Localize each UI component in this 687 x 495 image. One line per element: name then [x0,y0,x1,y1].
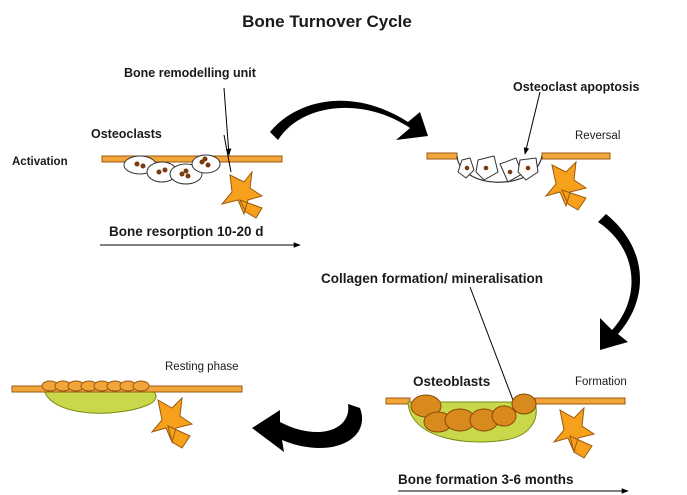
label-osteoclast-apoptosis: Osteoclast apoptosis [513,80,639,94]
bone-surface-right [542,153,610,159]
label-formation: Formation [575,376,627,388]
new-bone-layer [44,390,156,413]
cycle-arrow-top [270,101,428,140]
collagen-pointer [470,287,516,408]
osteocyte [554,408,594,458]
bone-surface-left [427,153,457,159]
cycle-arrow-right [598,214,640,350]
stage-activation [100,88,300,245]
lining-cell-group [42,381,149,391]
label-reversal: Reversal [575,130,620,142]
bone-surface-right [535,398,625,404]
label-collagen: Collagen formation/ mineralisation [321,271,543,286]
diagram-title: Bone Turnover Cycle [242,12,412,31]
label-bone-formation: Bone formation 3-6 months [398,472,574,487]
osteoblast [492,406,516,426]
label-resting: Resting phase [165,361,239,373]
cycle-arrow-bottom [252,404,362,452]
remodelling-unit-pointer [224,88,229,155]
osteocyte [546,162,586,210]
apoptosis-pointer [525,92,540,154]
lining-cell [133,381,149,391]
osteocyte [152,398,192,448]
bone-surface-left [386,398,410,404]
osteoblast [512,394,536,414]
label-osteoblasts: Osteoblasts [413,374,490,389]
stage-reversal [427,92,610,210]
stage-resting [12,381,242,448]
label-resorption: Bone resorption 10-20 d [109,224,264,239]
label-remodelling-unit: Bone remodelling unit [124,66,257,80]
label-osteoclasts: Osteoclasts [91,127,162,141]
osteocyte [222,172,262,218]
label-activation: Activation [12,156,68,168]
